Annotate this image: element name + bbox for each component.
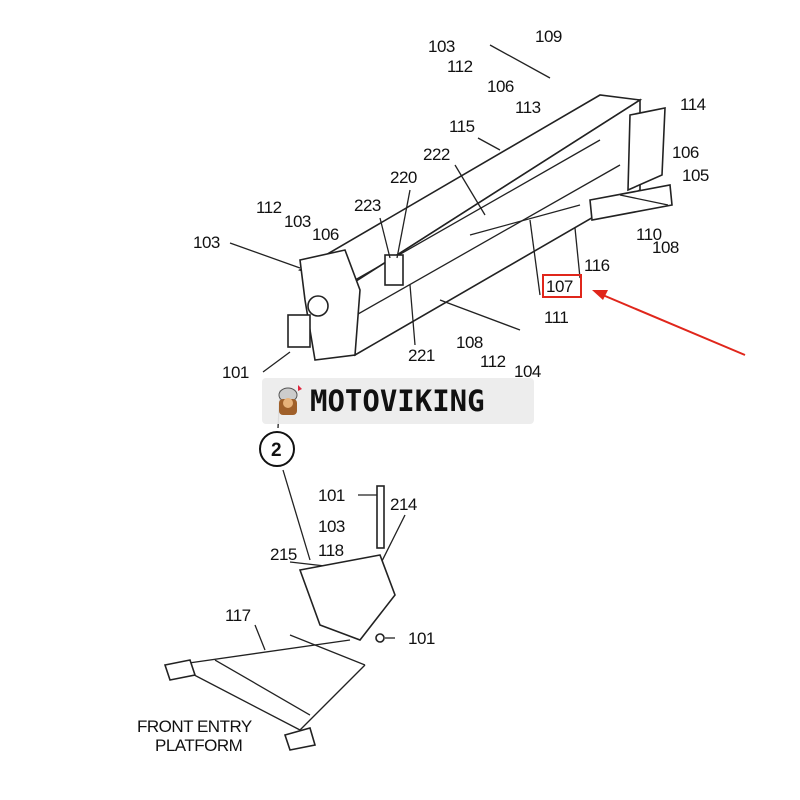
caption-line-1: FRONT ENTRY	[137, 717, 252, 736]
part-label: 104	[514, 362, 541, 381]
part-label: 103	[428, 37, 455, 56]
viking-mascot-icon	[278, 385, 302, 415]
red-arrowhead	[592, 290, 608, 300]
boom-assembly	[229, 44, 673, 361]
watermark-banner: MOTOVIKING	[262, 378, 534, 424]
watermark-text: MOTOVIKING	[310, 384, 485, 418]
part-label: 106	[312, 225, 339, 244]
part-label: 103	[193, 233, 220, 252]
part-label: 108	[456, 333, 483, 352]
part-label: 116	[584, 256, 610, 275]
part-label: 106	[487, 77, 514, 96]
part-label: 109	[535, 27, 562, 46]
part-label: 111	[544, 308, 568, 327]
callout-circle	[259, 431, 295, 467]
part-label: 101	[408, 629, 435, 648]
part-label: 105	[682, 166, 709, 185]
part-label: 117	[225, 606, 251, 625]
part-label: 113	[515, 98, 541, 117]
part-label: 101	[318, 486, 345, 505]
part-label-highlighted: 107	[546, 277, 573, 296]
part-label: 222	[423, 145, 450, 164]
callout-number: 2	[271, 440, 281, 461]
part-label: 112	[256, 198, 282, 217]
part-label: 221	[408, 346, 435, 365]
part-label: 223	[354, 196, 381, 215]
front-entry-platform	[163, 485, 396, 751]
part-label: 112	[447, 57, 473, 76]
part-label: 220	[390, 168, 417, 187]
part-label: 106	[672, 143, 699, 162]
part-label: 110	[636, 225, 662, 244]
part-label: 215	[270, 545, 297, 564]
part-label: 114	[680, 95, 706, 114]
part-label: 103	[284, 212, 311, 231]
part-labels: 103 109 112 106 113 114 115 222 106 105 …	[137, 27, 746, 755]
part-label: 103	[318, 517, 345, 536]
caption-line-2: PLATFORM	[155, 736, 242, 755]
part-label: 214	[390, 495, 417, 514]
red-arrow	[597, 292, 746, 356]
highlight-box	[542, 274, 582, 298]
part-label: 108	[652, 238, 679, 257]
part-label: 101	[222, 363, 249, 382]
part-label: 115	[449, 117, 475, 136]
part-label: 112	[480, 352, 506, 371]
part-label: 118	[318, 541, 344, 560]
